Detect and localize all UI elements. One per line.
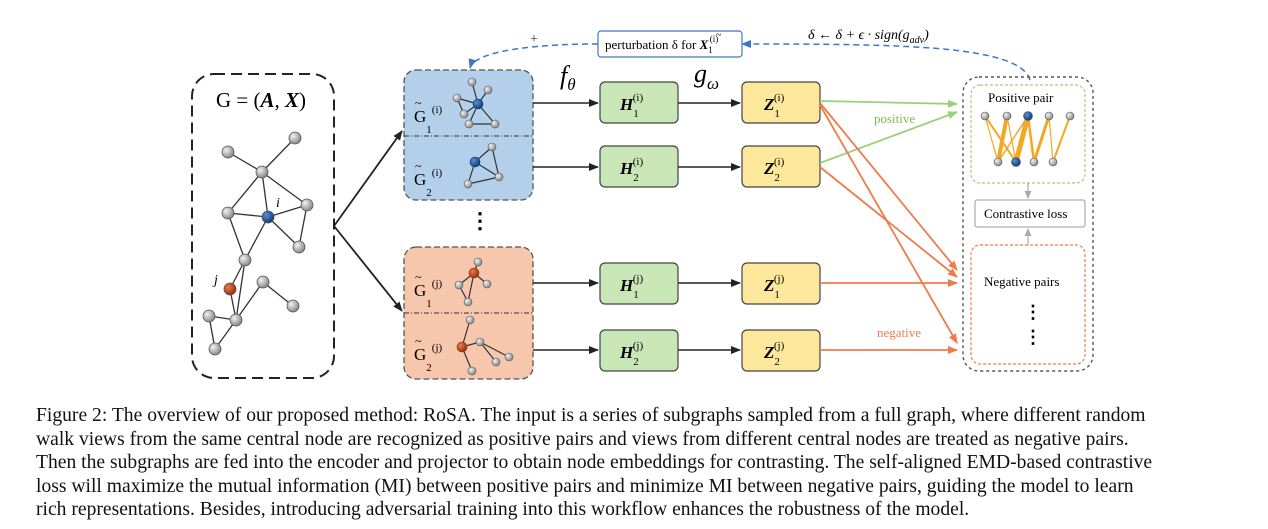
contrastive-loss-box <box>974 199 1086 228</box>
figure-caption: Figure 2: The overview of our proposed m… <box>36 404 1248 522</box>
perturbation-label: perturbation δ for X1(i) <box>605 34 718 55</box>
central-node-i <box>261 210 275 224</box>
views-of-node-j: G1(j) ~ G2(j) ~ <box>403 246 534 380</box>
h2-j: H2(j) <box>619 340 643 368</box>
view-g1-i-label: G1(i) <box>414 104 443 136</box>
node-i-label: i <box>276 196 280 211</box>
views-of-node-i: G1(i) ~ G2(i) ~ <box>403 69 534 201</box>
negative-pairs-box <box>970 244 1086 365</box>
negative-label: negative <box>877 325 921 340</box>
central-node-j <box>223 282 237 296</box>
negative-pairs-label: Negative pairs <box>984 274 1059 289</box>
encoder-outputs: H1(i) H2(i) H1(j) H2(j) <box>599 81 679 372</box>
view-g1-j-tilde: ~ <box>415 270 422 284</box>
adversarial-loop <box>468 40 1031 81</box>
graph-title: G = (A, X) <box>216 88 306 112</box>
node-j-label: j <box>212 273 218 288</box>
z2-j: Z2(j) <box>763 340 785 368</box>
contrastive-loss-label: Contrastive loss <box>984 206 1067 221</box>
view-g1-j-label: G1(j) <box>414 278 443 310</box>
caption-line-4: loss will maximize the mutual informatio… <box>36 475 1134 497</box>
projector-label: gω <box>694 59 719 93</box>
h1-i: H1(i) <box>619 92 643 120</box>
positive-label: positive <box>874 111 915 126</box>
view-g1-i-tilde: ~ <box>415 96 422 110</box>
encoder-label: fθ <box>560 61 576 94</box>
caption-line-3: Then the subgraphs are fed into the enco… <box>36 452 1153 474</box>
negative-pairs-dots: ⋮ <box>1024 302 1042 322</box>
subgraph-g1-i <box>452 77 500 129</box>
positive-pair-nodes <box>980 111 1075 167</box>
views-vdots: ⋮ <box>469 208 491 233</box>
subgraph-g2-i <box>463 142 504 189</box>
emd-alignment-edges <box>984 115 1071 163</box>
caption-line-1: Figure 2: The overview of our proposed m… <box>36 405 1146 426</box>
caption-line-5: rich representations. Besides, introduci… <box>36 499 970 521</box>
view-g2-j-label: G2(j) <box>414 342 443 374</box>
subgraph-g1-j <box>454 257 492 307</box>
perturbation-plus: + <box>530 32 538 47</box>
contrastive-panel: Positive pair Contrastive loss <box>962 76 1094 372</box>
negative-pairs-dots-2: ⋮ <box>1024 327 1042 347</box>
h2-i: H2(i) <box>619 156 643 184</box>
negative-arrows <box>819 102 958 354</box>
caption-line-2: walk views from the same central node ar… <box>36 428 1129 450</box>
z1-i: Z1(i) <box>763 92 785 120</box>
graph-nodes <box>202 131 314 356</box>
full-graph: G = (A, X) <box>191 73 335 379</box>
h1-j: H1(j) <box>619 273 643 301</box>
subgraph-g2-j <box>456 315 514 376</box>
positive-arrows <box>819 99 958 164</box>
z2-i: Z2(i) <box>763 156 785 184</box>
view-g2-j-tilde: ~ <box>415 334 422 348</box>
view-g2-i-tilde: ~ <box>415 159 422 173</box>
z1-j: Z1(j) <box>763 273 785 301</box>
projector-outputs: Z1(i) Z2(i) Z1(j) Z2(j) <box>741 81 821 372</box>
perturbation-box <box>597 30 743 58</box>
view-g2-i-label: G2(i) <box>414 167 443 199</box>
positive-pair-title: Positive pair <box>988 90 1054 105</box>
sampling-arrows <box>333 130 403 312</box>
perturbation-update-rule: δ ← δ + ϵ · sign(gadv) <box>808 28 929 46</box>
flow-arrows <box>533 99 741 354</box>
perturbation-tilde: ~ <box>716 30 722 41</box>
method-overview-figure: G = (A, X) <box>191 28 1094 380</box>
